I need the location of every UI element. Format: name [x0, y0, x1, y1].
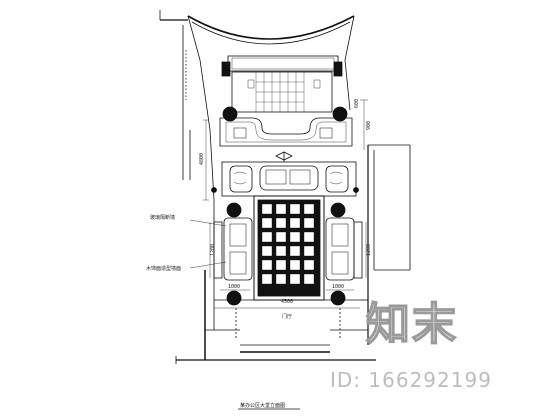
central-corridor [253, 195, 325, 301]
top-alcove [221, 55, 343, 113]
dim-left-mid: 1200 [210, 244, 216, 256]
dim-right-mid: 1200 [366, 244, 372, 256]
watermark-logo: 知末 [365, 298, 458, 351]
entrance [175, 299, 376, 364]
dim-top-right: 600 [354, 99, 360, 108]
planters [211, 187, 359, 306]
dim-right-upper: 900 [366, 121, 372, 130]
center-light-icon [275, 151, 293, 162]
annotation-left-top: 玻璃隔断墙 [150, 214, 175, 221]
left-wall [182, 15, 215, 360]
right-wall [344, 15, 411, 345]
dim-bottom-center: 4500 [281, 299, 293, 305]
annotation-left-mid: 木饰面造型墙面 [146, 265, 181, 272]
curved-wall [159, 10, 355, 45]
side-sofas [213, 217, 363, 281]
dim-bottom-right: 1000 [332, 284, 344, 290]
lounge-seating [221, 161, 357, 197]
annotation-leaders [189, 219, 227, 269]
dimension-lines [203, 99, 368, 297]
drawing-caption: 某办公区大堂立面图 [240, 402, 285, 409]
dim-entry: 门厅 [282, 313, 292, 320]
dim-left-upper: 4800 [199, 153, 205, 165]
reception-counter [219, 106, 353, 147]
watermark-id: ID: 166292199 [330, 368, 492, 392]
dim-bottom-left: 1000 [228, 284, 240, 290]
